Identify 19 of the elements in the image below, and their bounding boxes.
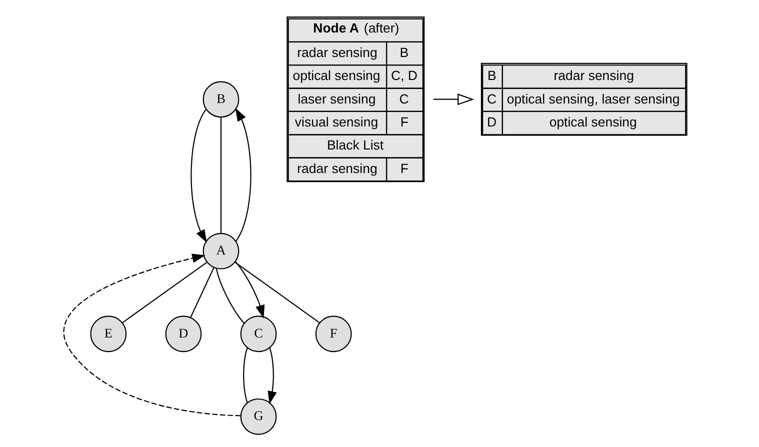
arrow bbox=[190, 109, 207, 243]
node-circle: B bbox=[202, 81, 240, 118]
connector bbox=[190, 267, 214, 318]
arrow bbox=[235, 108, 252, 242]
connector bbox=[122, 262, 208, 324]
connector bbox=[243, 347, 248, 403]
node-circle: E bbox=[90, 316, 127, 352]
arrow bbox=[433, 94, 474, 106]
arrow bbox=[268, 347, 277, 404]
node-circle: F bbox=[315, 316, 352, 352]
arrow bbox=[235, 261, 265, 318]
node-circle: D bbox=[165, 316, 202, 352]
node-circle: C bbox=[240, 316, 277, 352]
connector bbox=[216, 268, 245, 324]
arrow bbox=[64, 254, 241, 416]
node-circle: G bbox=[240, 398, 277, 435]
connector bbox=[220, 117, 222, 234]
connector bbox=[234, 262, 320, 324]
node-circle: A bbox=[202, 232, 240, 270]
